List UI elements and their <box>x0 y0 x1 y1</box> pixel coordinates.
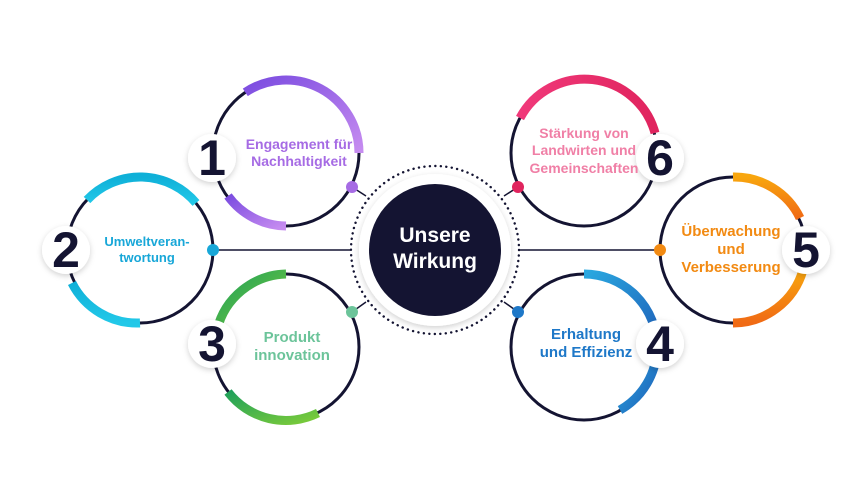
node-2-ring-arc-lower <box>67 280 141 328</box>
node-6-number: 6 <box>646 130 674 186</box>
center-title: Unsere Wirkung <box>393 223 477 273</box>
node-3-dot <box>346 306 358 318</box>
node-4-number: 4 <box>646 316 674 372</box>
node-6-dot <box>512 181 524 193</box>
node-4-label: Erhaltung und Effizienz <box>539 325 633 361</box>
node-1-ring-arc <box>242 75 364 154</box>
node-4-dot <box>512 306 524 318</box>
badge-5-bg <box>782 226 830 274</box>
node-3-ring-arc <box>212 269 287 332</box>
node-2-number: 2 <box>52 222 80 278</box>
center-dark-disc <box>369 184 501 316</box>
node-6-ring-arc <box>516 74 660 135</box>
node-1-number: 1 <box>198 130 226 186</box>
node-3-number: 3 <box>198 316 226 372</box>
badge-3-bg <box>188 320 236 368</box>
node-1-label: Engagement für Nachhaltigkeit <box>245 135 353 169</box>
number-badges <box>42 134 830 368</box>
node-5-ring-arc-lower <box>732 268 808 328</box>
node-6-label: Stärkung von Landwirten und Gemeinschaft… <box>529 125 639 176</box>
node-3-label: Produkt innovation <box>254 328 330 364</box>
node-5-dot <box>654 244 666 256</box>
node-5-number: 5 <box>792 222 820 278</box>
node-1-ring-arc-lower <box>224 193 287 231</box>
node-2-dot <box>207 244 219 256</box>
node-3-ring-arc-lower <box>224 389 320 425</box>
badge-2-bg <box>42 226 90 274</box>
node-5-ring-arc <box>732 172 805 221</box>
badge-4-bg <box>636 320 684 368</box>
center-hub <box>349 164 521 336</box>
node-2-label: Umweltveran-twortung <box>104 234 190 265</box>
node-2-ring-arc <box>83 172 200 206</box>
node-5-label: Überwachung und Verbesserung <box>681 222 781 277</box>
node-1-dot <box>346 181 358 193</box>
badge-1-bg <box>188 134 236 182</box>
badge-6-bg <box>636 134 684 182</box>
